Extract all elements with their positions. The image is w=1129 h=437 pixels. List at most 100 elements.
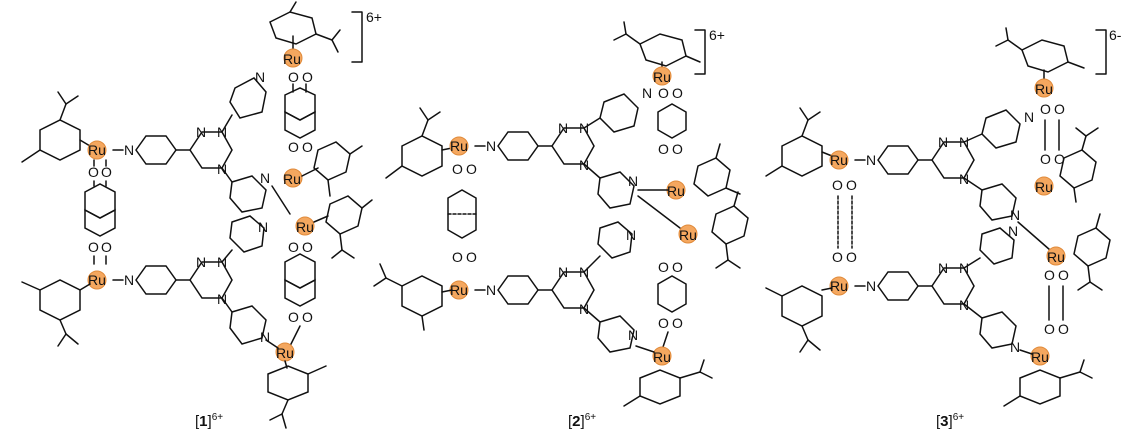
o-atom-label: O xyxy=(288,239,299,255)
pyridine-ring xyxy=(135,135,177,165)
charge-label: 6+ xyxy=(709,27,725,43)
n-atom-label: N xyxy=(196,124,206,140)
ru-atom-label: Ru xyxy=(830,152,848,168)
n-atom-label: N xyxy=(260,329,270,345)
o-atom-label: O xyxy=(1058,321,1069,337)
ru-atom-label: Ru xyxy=(296,219,314,235)
o-atom-label: O xyxy=(101,164,112,180)
naphthalene-ring xyxy=(284,253,316,307)
o-atom-label: O xyxy=(466,249,477,265)
ruthenium-center xyxy=(295,216,315,236)
o-atom-label: O xyxy=(672,85,683,101)
structure-2: 6+ Ru N O O O O Ru N xyxy=(373,21,749,430)
ruthenium-center xyxy=(652,66,672,86)
o-atom-label: O xyxy=(1044,267,1055,283)
n-atom-label: N xyxy=(866,278,876,294)
oxalate-bridge xyxy=(1044,119,1060,151)
cymene-ring xyxy=(995,27,1085,73)
n-atom-label: N xyxy=(124,142,134,158)
o-atom-label: O xyxy=(832,249,843,265)
pyridine-ring xyxy=(597,221,633,259)
n-atom-label: N xyxy=(1024,109,1034,125)
cymene-ring xyxy=(269,1,341,53)
pyridine-ring xyxy=(497,131,539,161)
structure-1: 6+ Ru N O O O O xyxy=(21,1,382,430)
n-atom-label: N xyxy=(258,219,268,235)
pyridine-ring xyxy=(229,175,267,213)
cymene-ring xyxy=(711,191,749,269)
o-atom-label: O xyxy=(288,69,299,85)
o-atom-label: O xyxy=(88,239,99,255)
pyridine-ring xyxy=(135,265,177,295)
ruthenium-center xyxy=(283,168,303,188)
benzoquinone-ring xyxy=(657,103,687,139)
ru-atom-label: Ru xyxy=(653,69,671,85)
cymene-ring xyxy=(325,195,373,259)
pyridine-ring xyxy=(981,109,1021,149)
oxalate-bridge xyxy=(1048,285,1064,321)
n-atom-label: N xyxy=(260,170,270,186)
n-atom-label: N xyxy=(628,173,638,189)
ru-atom-label: Ru xyxy=(1047,249,1065,265)
ru-atom-label: Ru xyxy=(830,278,848,294)
o-atom-label: O xyxy=(1044,321,1055,337)
pyridine-ring xyxy=(877,271,919,301)
charge-label: 6+ xyxy=(366,9,382,25)
o-atom-label: O xyxy=(658,141,669,157)
o-atom-label: O xyxy=(302,69,313,85)
charge-bracket xyxy=(1095,29,1107,75)
pyridine-ring xyxy=(877,145,919,175)
o-atom-label: O xyxy=(672,259,683,275)
o-atom-label: O xyxy=(1040,101,1051,117)
cymene-ring xyxy=(1059,127,1099,203)
n-atom-label: N xyxy=(628,327,638,343)
n-atom-label: N xyxy=(1010,339,1020,355)
oxalate-bridge xyxy=(837,195,853,249)
cymene-ring xyxy=(313,141,363,197)
cymene-ring xyxy=(693,143,741,197)
ruthenium-center xyxy=(1034,176,1054,196)
charge-label: 6- xyxy=(1109,27,1122,43)
ru-atom-label: Ru xyxy=(88,142,106,158)
pyridine-ring xyxy=(979,311,1017,349)
n-atom-label: N xyxy=(1010,207,1020,223)
o-atom-label: O xyxy=(88,164,99,180)
cymene-ring xyxy=(21,279,81,347)
o-atom-label: O xyxy=(101,239,112,255)
n-atom-label: N xyxy=(866,152,876,168)
pyridine-ring xyxy=(497,275,539,305)
n-atom-label: N xyxy=(558,264,568,280)
charge-bracket xyxy=(694,29,706,75)
o-atom-label: O xyxy=(1058,267,1069,283)
n-atom-label: N xyxy=(255,69,265,85)
benzoquinone-ring xyxy=(657,275,687,313)
ru-atom-label: Ru xyxy=(1031,349,1049,365)
n-atom-label: N xyxy=(938,260,948,276)
o-atom-label: O xyxy=(452,249,463,265)
ru-atom-label: Ru xyxy=(667,183,685,199)
ru-atom-label: Ru xyxy=(88,272,106,288)
o-atom-label: O xyxy=(452,161,463,177)
ruthenium-center xyxy=(283,48,303,68)
o-atom-label: O xyxy=(1040,151,1051,167)
triazine-ring xyxy=(189,131,233,169)
ru-atom-label: Ru xyxy=(1035,179,1053,195)
o-atom-label: O xyxy=(466,161,477,177)
o-atom-label: O xyxy=(672,315,683,331)
ru-atom-label: Ru xyxy=(276,345,294,361)
structure-caption: [1]6+ xyxy=(195,412,223,430)
n-atom-label: N xyxy=(486,282,496,298)
o-atom-label: O xyxy=(658,315,669,331)
ruthenium-center xyxy=(1034,78,1054,98)
ruthenium-center xyxy=(1030,346,1050,366)
ruthenium-center xyxy=(652,346,672,366)
o-atom-label: O xyxy=(658,259,669,275)
n-atom-label: N xyxy=(196,254,206,270)
o-atom-label: O xyxy=(302,239,313,255)
n-atom-label: N xyxy=(959,171,969,187)
pyridine-ring xyxy=(229,77,267,119)
o-atom-label: O xyxy=(302,139,313,155)
ru-atom-label: Ru xyxy=(283,51,301,67)
